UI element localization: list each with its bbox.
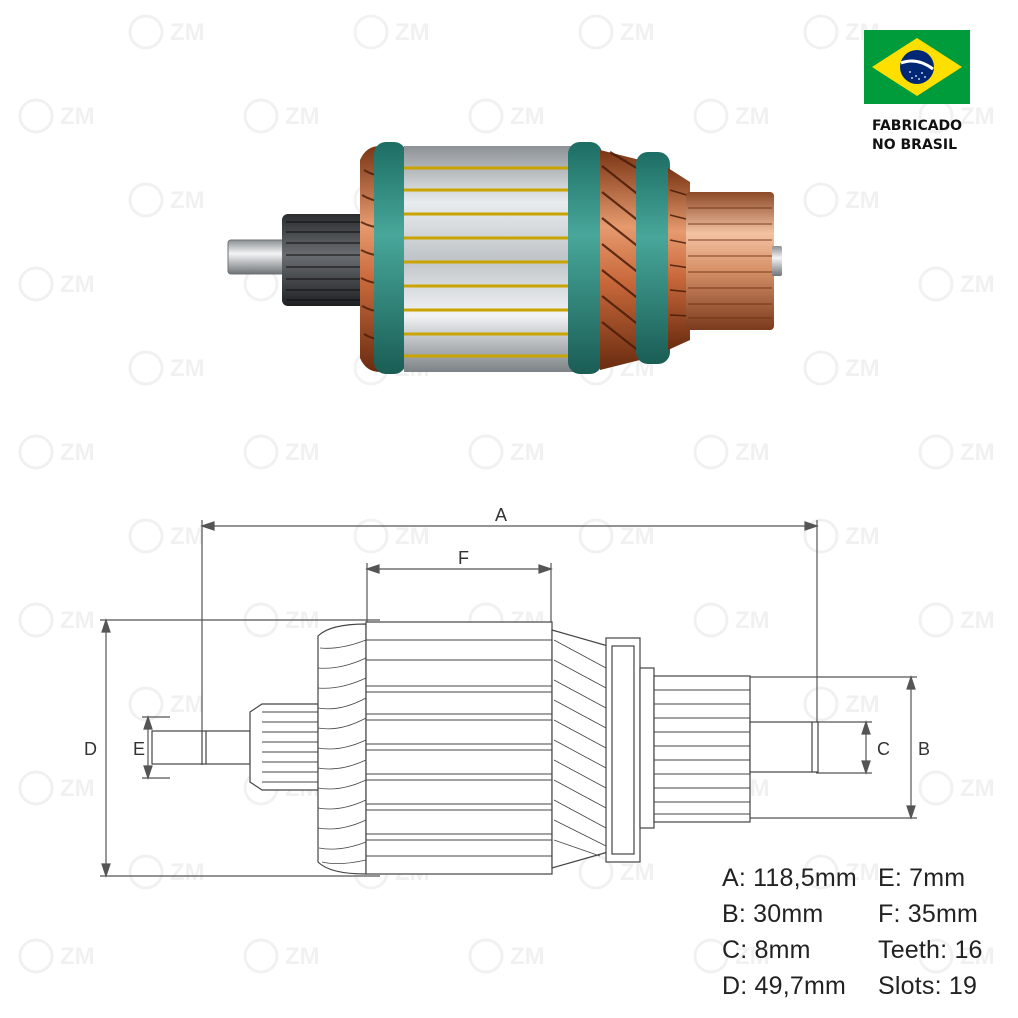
starter-armature-photo [227, 142, 782, 374]
svg-text:ZM: ZM [845, 859, 880, 886]
svg-text:ZM: ZM [735, 607, 770, 634]
svg-text:ZM: ZM [960, 103, 995, 130]
svg-text:ZM: ZM [170, 355, 205, 382]
svg-text:ZM: ZM [735, 439, 770, 466]
spec-f: F: 35mm [878, 900, 979, 928]
svg-text:ZM: ZM [845, 691, 880, 718]
watermark-mark: ZM [18, 98, 95, 134]
spec-teeth: Teeth: 16 [878, 936, 983, 964]
svg-text:ZM: ZM [60, 103, 95, 130]
svg-text:ZM: ZM [960, 775, 995, 802]
dimension-label-a: A [495, 505, 507, 525]
svg-text:ZM: ZM [170, 523, 205, 550]
watermark-mark: ZM [18, 266, 95, 302]
watermark-mark: ZM [18, 434, 95, 470]
dimension-label-c: C [877, 739, 890, 759]
svg-text:ZM: ZM [60, 271, 95, 298]
spec-a: A: 118,5mm [722, 864, 857, 892]
watermark-mark: ZM [693, 602, 770, 638]
dimension-label-b: B [918, 739, 930, 759]
svg-text:ZM: ZM [395, 523, 430, 550]
svg-text:ZM: ZM [510, 103, 545, 130]
svg-text:ZM: ZM [170, 691, 205, 718]
svg-text:ZM: ZM [60, 775, 95, 802]
svg-text:ZM: ZM [285, 103, 320, 130]
svg-text:ZM: ZM [620, 523, 655, 550]
watermark-mark: ZM [918, 938, 995, 974]
svg-text:ZM: ZM [170, 859, 205, 886]
watermark-mark: ZM [468, 98, 545, 134]
watermark-mark: ZM [18, 770, 95, 806]
svg-text:ZM: ZM [845, 355, 880, 382]
watermark-mark: ZM [693, 938, 770, 974]
watermark-mark: ZM [918, 602, 995, 638]
watermark-mark: ZM [918, 266, 995, 302]
watermark-mark: ZM [353, 14, 430, 50]
svg-text:ZM: ZM [960, 943, 995, 970]
watermark-mark: ZM [18, 938, 95, 974]
spec-e: E: 7mm [878, 864, 966, 892]
watermark-mark: ZM [803, 518, 880, 554]
watermark-mark: ZM [803, 854, 880, 890]
svg-text:ZM: ZM [960, 271, 995, 298]
spec-c: C: 8mm [722, 936, 811, 964]
watermark-mark: ZM [243, 938, 320, 974]
svg-text:ZM: ZM [510, 439, 545, 466]
svg-text:ZM: ZM [620, 19, 655, 46]
svg-text:ZM: ZM [170, 187, 205, 214]
watermark-mark: ZM [128, 518, 205, 554]
watermark-mark: ZM [128, 182, 205, 218]
spec-slots: Slots: 19 [878, 972, 978, 1000]
watermark-mark: ZM [128, 854, 205, 890]
watermark-mark: ZM [128, 14, 205, 50]
watermark-mark: ZM [468, 434, 545, 470]
svg-text:ZM: ZM [60, 943, 95, 970]
svg-text:ZM: ZM [170, 19, 205, 46]
svg-text:ZM: ZM [735, 103, 770, 130]
svg-text:ZM: ZM [960, 607, 995, 634]
watermark-mark: ZM [243, 98, 320, 134]
watermark-mark: ZM [803, 182, 880, 218]
watermark-mark: ZM [243, 434, 320, 470]
watermark-mark: ZM [128, 686, 205, 722]
svg-text:ZM: ZM [285, 943, 320, 970]
svg-text:ZM: ZM [285, 439, 320, 466]
watermark-mark: ZM [468, 938, 545, 974]
svg-text:ZM: ZM [60, 607, 95, 634]
watermark-mark: ZM [803, 350, 880, 386]
watermark-mark: ZM [918, 434, 995, 470]
dimension-label-e: E [133, 739, 145, 759]
svg-text:ZM: ZM [960, 439, 995, 466]
svg-text:ZM: ZM [510, 943, 545, 970]
svg-text:ZM: ZM [395, 19, 430, 46]
badge-caption-line2: NO BRASIL [872, 137, 957, 153]
watermark-mark: ZM [128, 350, 205, 386]
watermark-mark: ZM [578, 518, 655, 554]
watermark-mark: ZM [353, 518, 430, 554]
spec-b: B: 30mm [722, 900, 824, 928]
watermark-mark: ZM [693, 98, 770, 134]
watermark-mark: ZM [693, 434, 770, 470]
made-in-brazil-badge: FABRICADO NO BRASIL [864, 30, 972, 155]
watermark-mark: ZM [578, 14, 655, 50]
watermark-mark: ZM [918, 770, 995, 806]
svg-text:ZM: ZM [60, 439, 95, 466]
brazil-flag-icon [864, 30, 970, 104]
dimension-label-f: F [458, 548, 469, 568]
svg-text:ZM: ZM [845, 187, 880, 214]
watermark-mark: ZM [18, 602, 95, 638]
spec-d: D: 49,7mm [722, 972, 847, 1000]
badge-caption-line1: FABRICADO [872, 118, 963, 134]
svg-text:ZM: ZM [620, 859, 655, 886]
watermark-mark: ZM [803, 686, 880, 722]
svg-text:ZM: ZM [735, 943, 770, 970]
watermark-mark: ZM [918, 98, 995, 134]
dimension-label-d: D [84, 739, 97, 759]
svg-text:ZM: ZM [845, 523, 880, 550]
